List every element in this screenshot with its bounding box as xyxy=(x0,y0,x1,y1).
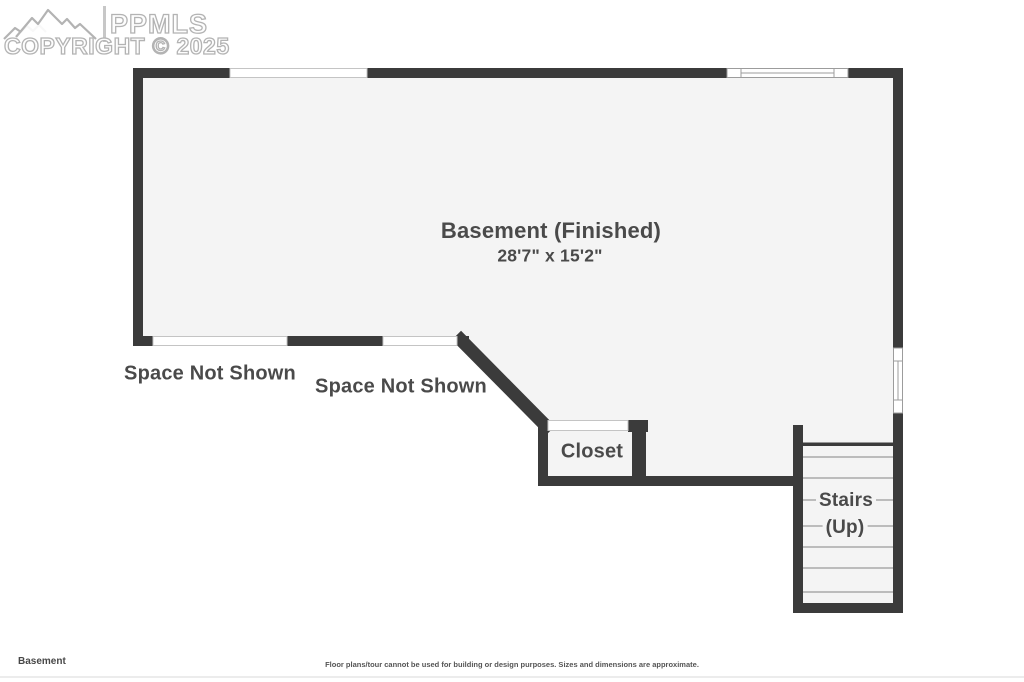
window-right-icon xyxy=(893,347,903,414)
wall-left xyxy=(133,68,143,346)
floor-area xyxy=(138,73,898,608)
closet-label: Closet xyxy=(560,440,624,463)
wall-stairs-bottom xyxy=(793,603,903,613)
opening-top xyxy=(229,68,368,78)
stairs-label: Stairs xyxy=(815,490,877,512)
wall-stairs-left xyxy=(793,425,803,613)
footer-divider-line xyxy=(0,676,1024,678)
opening-closet-door xyxy=(547,420,629,431)
wall-bottom-left-mid xyxy=(287,336,383,346)
footer-disclaimer: Floor plans/tour cannot be used for buil… xyxy=(325,660,699,669)
basement-dimensions-label: 28'7" x 15'2" xyxy=(497,245,603,266)
wall-closet-right xyxy=(632,420,646,486)
wall-top-middle xyxy=(367,68,728,78)
wall-right-lower xyxy=(893,413,903,613)
space-not-shown-label-left: Space Not Shown xyxy=(124,362,296,385)
opening-bottom-left-1 xyxy=(152,336,288,346)
window-top-icon xyxy=(726,68,849,78)
basement-room-label: Basement (Finished) xyxy=(440,218,662,243)
opening-bottom-left-2 xyxy=(382,336,458,346)
space-not-shown-label-right: Space Not Shown xyxy=(315,375,487,398)
wall-closet-left xyxy=(538,420,548,486)
wall-bottom-left-corner xyxy=(133,336,153,346)
wall-right-upper xyxy=(893,68,903,348)
stairs-direction-label: (Up) xyxy=(822,517,868,539)
footer-floor-label: Basement xyxy=(18,656,66,667)
wall-top-left xyxy=(133,68,230,78)
wall-top-right xyxy=(848,68,903,78)
wall-openings xyxy=(152,68,629,431)
wall-diagonal xyxy=(451,330,556,436)
wall-bottom-right xyxy=(538,476,803,486)
walls xyxy=(133,68,903,613)
